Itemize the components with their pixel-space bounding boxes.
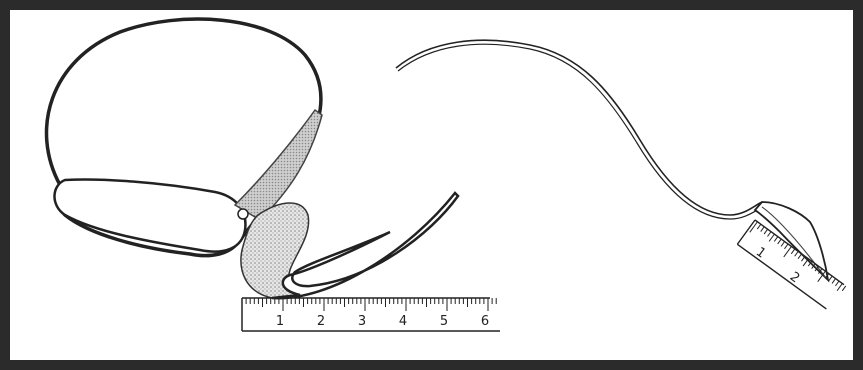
ruler-tick <box>778 239 782 244</box>
scale-right-left-edge <box>737 220 755 244</box>
ruler-tick <box>764 229 768 234</box>
ruler-tick <box>761 227 765 232</box>
ruler-tick <box>795 251 799 256</box>
hilum <box>238 209 248 219</box>
ruler-tick <box>769 234 774 241</box>
ruler-tick <box>837 283 842 290</box>
radicle-left <box>241 193 458 298</box>
ruler-tick <box>750 222 758 233</box>
scale-left-label: 2 <box>317 314 325 329</box>
ruler-tick <box>798 254 802 259</box>
ruler-tick <box>767 232 771 237</box>
ruler-tick <box>774 237 778 242</box>
scale-left-label: 1 <box>276 314 284 329</box>
seedling-right <box>396 40 828 280</box>
ruler-tick <box>784 244 788 249</box>
scale-left-label: 4 <box>399 314 407 329</box>
ruler-tick <box>829 276 833 281</box>
scale-left-labels: 1 2 3 4 5 6 <box>276 314 489 329</box>
ruler-tick <box>842 286 846 291</box>
ruler-tick <box>791 249 795 254</box>
ruler-tick <box>801 256 805 261</box>
root-thread-outer <box>396 40 762 215</box>
scale-left-label: 6 <box>481 314 489 329</box>
ruler-tick <box>781 242 785 247</box>
scale-left-ticks <box>242 298 496 311</box>
diagram-canvas: 1 2 3 4 5 6 1 <box>10 10 853 360</box>
ruler-tick <box>757 224 761 229</box>
ruler-tick <box>803 259 808 266</box>
ruler-tick <box>835 281 839 286</box>
scale-right-label: 1 <box>753 245 769 262</box>
scale-left-label: 5 <box>440 314 448 329</box>
root-thread-inner <box>398 44 763 219</box>
scale-left-label: 3 <box>358 314 366 329</box>
scale-bar-left: 1 2 3 4 5 6 <box>242 298 500 331</box>
figure-panel: 1 2 3 4 5 6 1 <box>10 10 853 360</box>
ruler-tick <box>832 279 836 284</box>
scale-right-label: 2 <box>787 269 803 286</box>
